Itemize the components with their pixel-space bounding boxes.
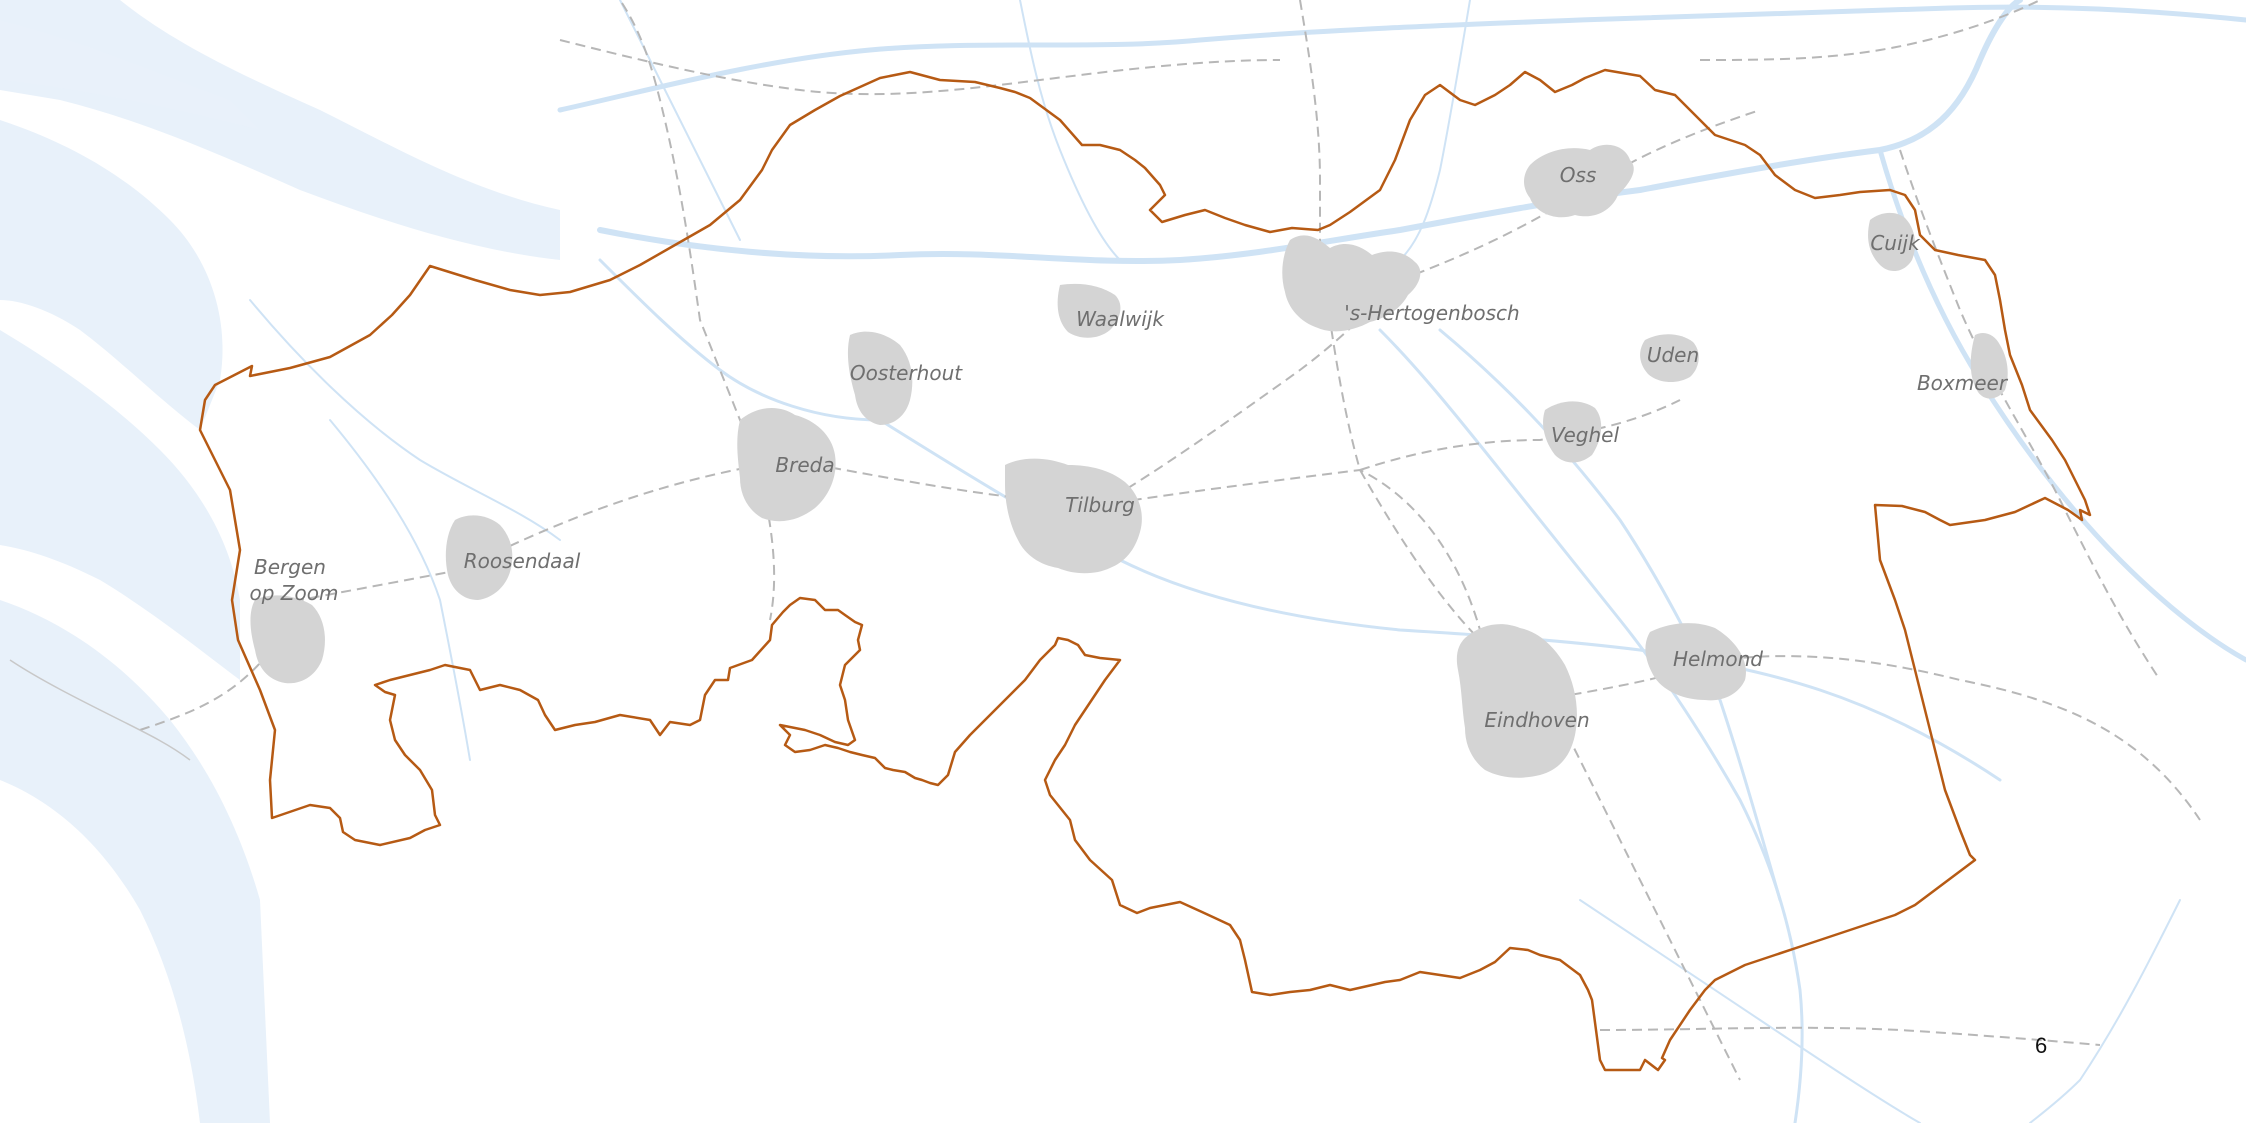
city-label-s-hertogenbosch: 's-Hertogenbosch bbox=[1344, 301, 1519, 325]
urban-area-tilburg bbox=[1005, 458, 1142, 574]
city-labels: Oss Cuijk Waalwijk 's-Hertogenbosch Uden… bbox=[250, 163, 2009, 732]
railway-eindhoven-south bbox=[1559, 719, 1741, 1081]
urban-area-helmond bbox=[1645, 623, 1746, 701]
stream-north-east bbox=[1399, 0, 1471, 261]
railway-north-3 bbox=[1699, 0, 2041, 61]
city-label-roosendaal: Roosendaal bbox=[464, 549, 581, 573]
urban-area-s-hertogenbosch bbox=[1282, 235, 1421, 332]
river-mark bbox=[598, 258, 882, 422]
hollands-diep-water bbox=[0, 20, 260, 130]
river-maas-east bbox=[1877, 147, 2246, 663]
railway-eindhoven-helmond bbox=[1539, 655, 2201, 821]
river-dommel bbox=[1378, 328, 1804, 1123]
stream-southeast bbox=[2029, 899, 2181, 1123]
city-label-eindhoven: Eindhoven bbox=[1484, 708, 1589, 732]
page-number: 6 bbox=[2035, 1033, 2048, 1058]
estuary-water bbox=[0, 120, 223, 430]
urban-area-oosterhout bbox=[847, 331, 913, 425]
stream-west-2 bbox=[329, 419, 471, 761]
city-label-waalwijk: Waalwijk bbox=[1076, 307, 1165, 331]
city-label-breda: Breda bbox=[775, 453, 834, 477]
urban-area-oss bbox=[1524, 144, 1634, 218]
railway-veghel-uden bbox=[1359, 399, 1681, 471]
stream-south-1 bbox=[1579, 899, 1921, 1123]
urban-area-waalwijk bbox=[1057, 283, 1121, 338]
urban-area-veghel bbox=[1543, 401, 1602, 463]
eastern-scheldt-water bbox=[0, 330, 240, 680]
city-label-uden: Uden bbox=[1647, 343, 1699, 367]
road-southwest bbox=[9, 659, 191, 761]
urban-area-breda bbox=[737, 408, 836, 522]
urban-area-uden bbox=[1640, 334, 1699, 383]
urban-area-roosendaal bbox=[445, 515, 513, 600]
stream-north-west bbox=[619, 0, 741, 241]
urban-area-eindhoven bbox=[1456, 624, 1577, 778]
stream-west-1 bbox=[249, 299, 561, 541]
zoom-channel-water bbox=[0, 600, 270, 1123]
water-bodies bbox=[0, 0, 560, 1123]
urban-areas bbox=[250, 144, 2008, 778]
river-aa bbox=[1438, 328, 1782, 902]
western-scheldt-water bbox=[0, 0, 560, 260]
city-label-cuijk: Cuijk bbox=[1870, 231, 1921, 255]
city-label-oss: Oss bbox=[1560, 163, 1597, 187]
city-label-oosterhout: Oosterhout bbox=[850, 361, 963, 385]
railway-bergen-roosendaal-breda-tilburg bbox=[139, 458, 1101, 731]
city-label-tilburg: Tilburg bbox=[1065, 493, 1135, 517]
urban-area-bergen-op-zoom bbox=[250, 595, 325, 684]
city-label-veghel: Veghel bbox=[1551, 423, 1619, 447]
city-label-helmond: Helmond bbox=[1673, 647, 1763, 671]
railway-cuijk-boxmeer bbox=[1899, 149, 2161, 681]
province-boundary bbox=[198, 68, 2092, 1072]
city-label-bergen-op-zoom-line2: op Zoom bbox=[250, 581, 339, 605]
urban-area-cuijk bbox=[1868, 212, 1916, 272]
railway-breda-north bbox=[619, 0, 761, 471]
railway-south-border bbox=[1599, 1026, 2101, 1046]
city-label-boxmeer: Boxmeer bbox=[1917, 371, 2009, 395]
river-maas-north bbox=[597, 0, 2023, 264]
stream-north-mid bbox=[1019, 0, 1121, 261]
river-waal bbox=[557, 4, 2246, 113]
urban-area-boxmeer bbox=[1970, 333, 2008, 399]
city-label-bergen-op-zoom-line1: Bergen bbox=[254, 555, 326, 579]
